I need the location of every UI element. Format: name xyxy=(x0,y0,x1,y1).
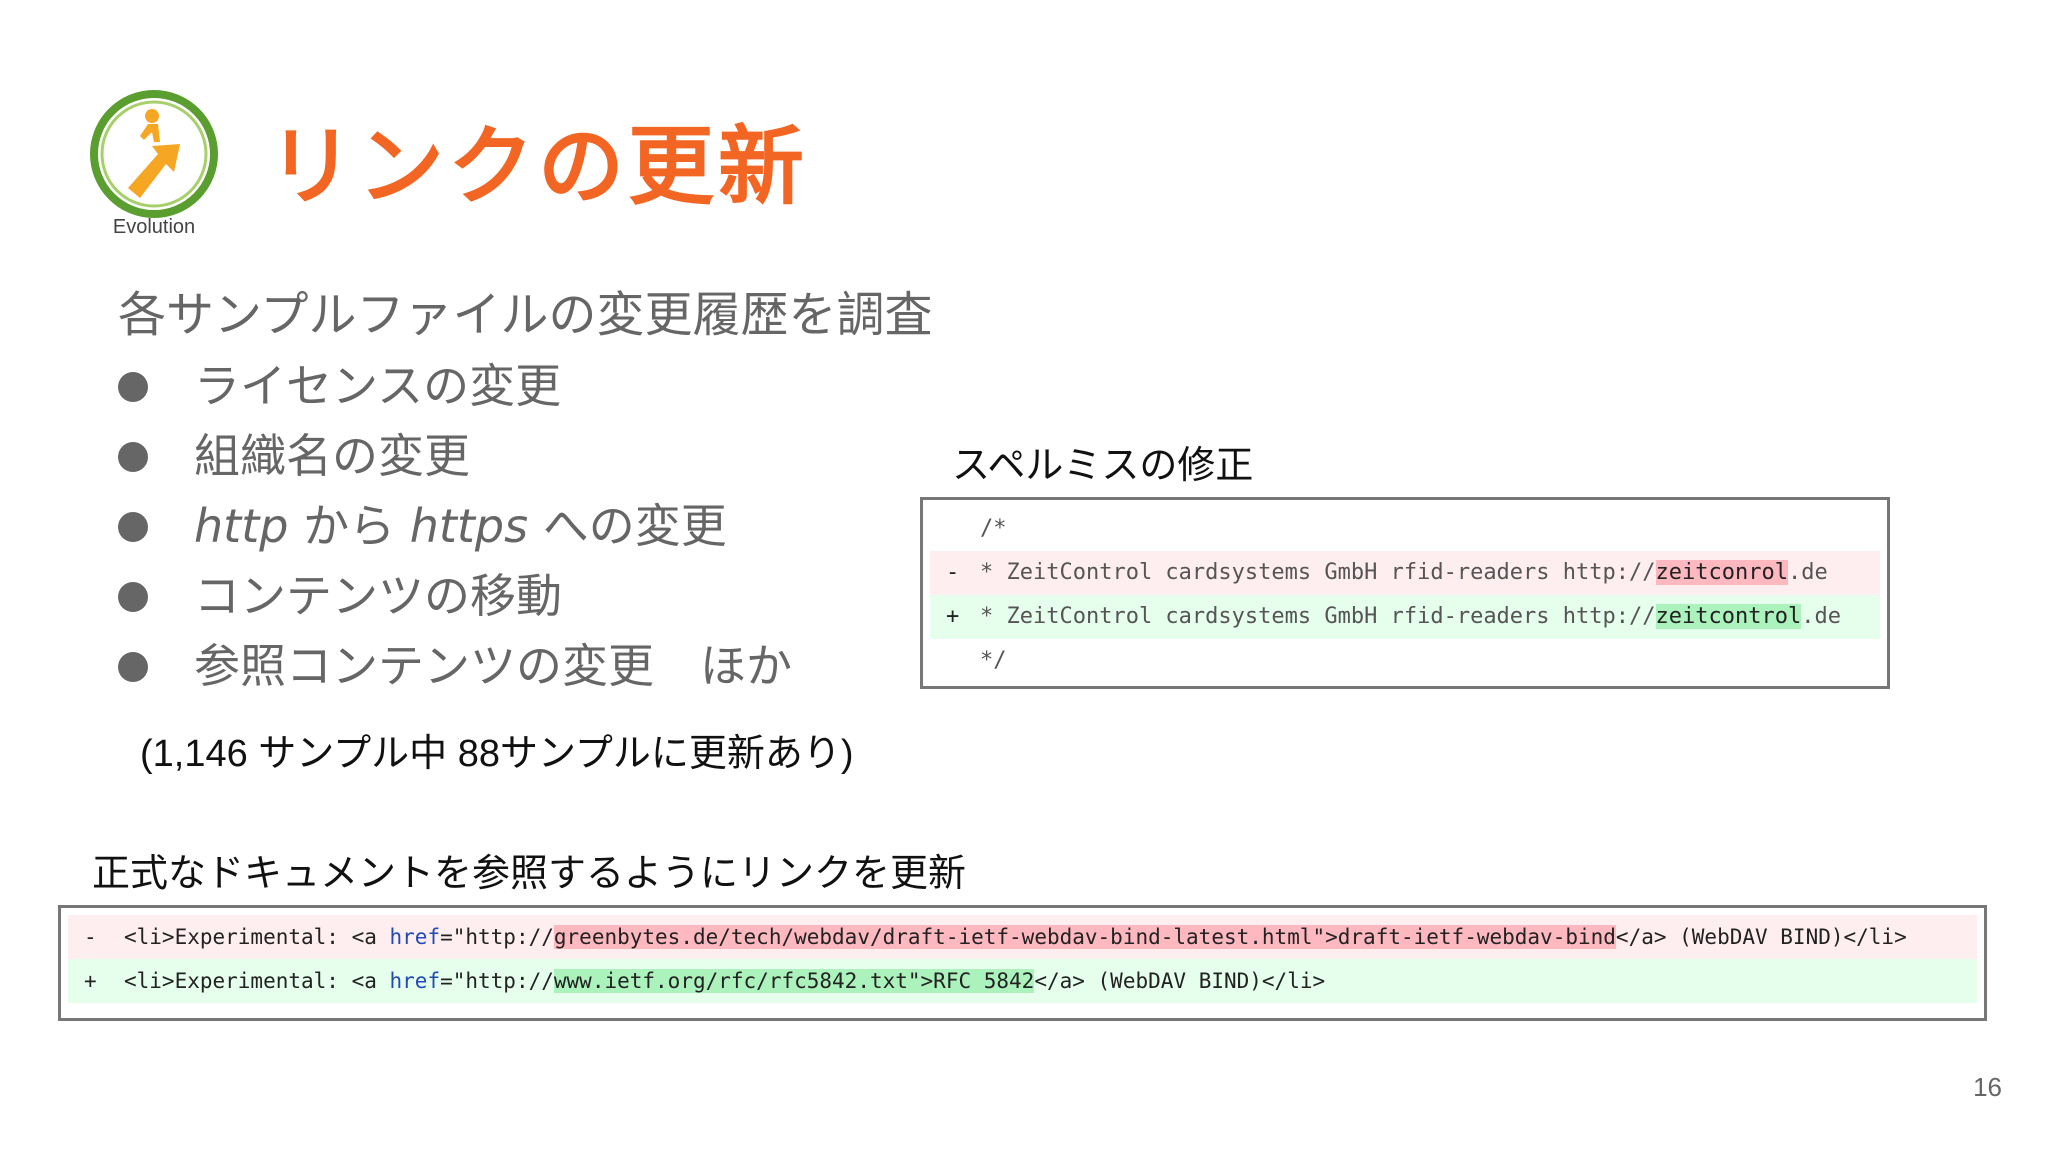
link-update-diff: - <li>Experimental: <a href="http://gree… xyxy=(58,905,1987,1021)
diff-line: /* xyxy=(930,507,1880,551)
diff-code-prefix: * ZeitControl cardsystems GmbH rfid-read… xyxy=(980,560,1656,585)
diff-code-prefix: <li>Experimental: <a xyxy=(124,969,390,993)
sample-count-note: (1,146 サンプル中 88サンプルに更新あり) xyxy=(140,733,854,775)
page-number: 16 xyxy=(1973,1072,2002,1102)
diff-added-url: www.ietf.org/rfc/rfc5842.txt">RFC 5842 xyxy=(553,969,1035,993)
bullet-text: 組織名の変更 xyxy=(194,429,470,483)
bullet-text: コンテンツの移動 xyxy=(194,569,562,623)
diff-code-suffix: </a> (WebDAV BIND)</li> xyxy=(1615,925,1907,949)
diff-code: <li>Experimental: <a href="http://greenb… xyxy=(124,915,1907,959)
bullet-text-https: https xyxy=(409,499,529,553)
diff-plus-mark: + xyxy=(84,969,97,993)
bullet-item: ライセンスの変更 xyxy=(118,356,561,416)
bullet-text: 参照コンテンツの変更 ほか xyxy=(194,639,792,693)
diff-plus-mark: + xyxy=(946,604,960,629)
diff-code-suffix: .de xyxy=(1787,560,1828,585)
bullet-item: 組織名の変更 xyxy=(118,426,470,486)
diff-deleted-url: greenbytes.de/tech/webdav/draft-ietf-web… xyxy=(553,925,1616,949)
diff-attr-name: href xyxy=(389,925,441,949)
diff-code: * ZeitControl cardsystems GmbH rfid-read… xyxy=(980,551,1828,595)
diff-code: <li>Experimental: <a href="http://www.ie… xyxy=(124,959,1325,1003)
logo-caption: Evolution xyxy=(112,216,196,238)
diff-minus-mark: - xyxy=(946,560,960,585)
diff-line: */ xyxy=(930,639,1880,683)
diff-code-suffix: </a> (WebDAV BIND)</li> xyxy=(1034,969,1326,993)
bullet-item: http から https への変更 xyxy=(118,496,727,556)
evolution-logo xyxy=(88,88,220,220)
diff-code-prefix: * ZeitControl cardsystems GmbH rfid-read… xyxy=(980,604,1656,629)
bullet-dot-icon xyxy=(118,651,148,682)
bullet-text-to: への変更 xyxy=(542,499,727,553)
diff-code-prefix: ="http:// xyxy=(440,969,554,993)
diff-code: /* xyxy=(980,516,1007,541)
diff-code: * ZeitControl cardsystems GmbH rfid-read… xyxy=(980,595,1841,639)
diff-code-prefix: <li>Experimental: <a xyxy=(124,925,390,949)
diff-deleted-word: zeitconrol xyxy=(1655,560,1788,585)
evolution-logo-icon xyxy=(90,90,218,218)
bullet-dot-icon xyxy=(118,441,148,472)
intro-text: 各サンプルファイルの変更履歴を調査 xyxy=(118,287,933,343)
diff-line-deleted: - * ZeitControl cardsystems GmbH rfid-re… xyxy=(930,551,1880,595)
bullet-text: ライセンスの変更 xyxy=(194,359,562,413)
slide-title: リンクの更新 xyxy=(268,117,808,217)
bullet-dot-icon xyxy=(118,511,148,542)
diff-line-added: + <li>Experimental: <a href="http://www.… xyxy=(68,959,1977,1003)
bullet-item: 参照コンテンツの変更 ほか xyxy=(118,636,792,696)
spell-fix-diff: /* - * ZeitControl cardsystems GmbH rfid… xyxy=(920,497,1890,689)
bullet-text-from: から xyxy=(303,499,396,553)
diff-code-prefix: ="http:// xyxy=(440,925,554,949)
bullet-dot-icon xyxy=(118,581,148,612)
diff-minus-mark: - xyxy=(84,925,97,949)
diff-added-word: zeitcontrol xyxy=(1655,604,1802,629)
bullet-dot-icon xyxy=(118,371,148,402)
bullet-text-http: http xyxy=(194,499,289,553)
spell-fix-heading: スペルミスの修正 xyxy=(952,443,1254,487)
diff-attr-name: href xyxy=(389,969,441,993)
diff-code-suffix: .de xyxy=(1801,604,1841,629)
diff-code: */ xyxy=(980,648,1007,673)
diff-line-deleted: - <li>Experimental: <a href="http://gree… xyxy=(68,915,1977,959)
link-update-heading: 正式なドキュメントを参照するようにリンクを更新 xyxy=(92,851,967,895)
bullet-item: コンテンツの移動 xyxy=(118,566,562,626)
diff-line-added: + * ZeitControl cardsystems GmbH rfid-re… xyxy=(930,595,1880,639)
